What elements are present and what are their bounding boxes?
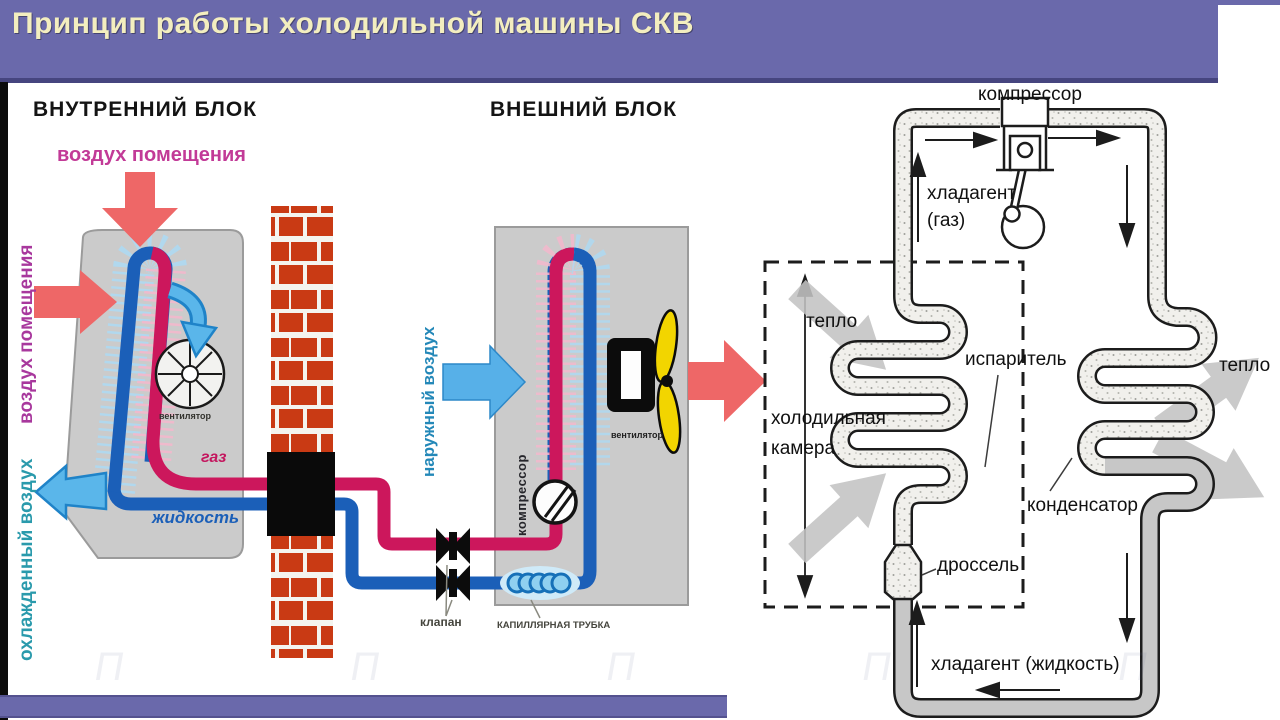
outside-air-in-arrow [442, 344, 527, 420]
wall-pipe-sleeve [267, 452, 335, 536]
throttle-label: дроссель [937, 555, 1020, 576]
compressor-label-right: компрессор [978, 84, 1082, 105]
cold-chamber-line1: холодильная [771, 408, 886, 429]
outdoor-fan [607, 309, 682, 454]
room-air-label-top: воздух помещения [57, 144, 246, 166]
compressor-symbol-vanes [543, 485, 577, 522]
refrigerant-gas-label: хладагент (газ) [927, 180, 1016, 234]
throttle-symbol [883, 543, 923, 601]
outdoor-coil-cold-tube [572, 247, 597, 560]
valve-liquid [436, 565, 470, 601]
capillary-tube-label: КАПИЛЛЯРНАЯ ТРУБКА [497, 620, 611, 631]
compressor-symbol-right [996, 96, 1054, 250]
outdoor-coil-hot-tube [549, 247, 575, 480]
indoor-fan-label: вентилятор [159, 411, 212, 421]
refrigerant-gas-line2: (газ) [927, 210, 966, 231]
airflow-curve-arrow [167, 281, 219, 359]
gas-label: газ [201, 449, 227, 466]
left-edge-strip [0, 82, 8, 720]
liquid-pipe-fill [895, 458, 1213, 716]
indoor-fan [154, 338, 226, 410]
evaporator-label: испаритель [965, 349, 1067, 370]
cooled-air-out-arrow [34, 463, 108, 521]
outdoor-fan-label: вентилятор [611, 430, 664, 440]
schematic-leader-lines [921, 374, 1073, 576]
cold-chamber-line2: камера [771, 438, 836, 459]
room-air-label-side: воздух помещения [16, 244, 37, 424]
indoor-outdoor-illustration [34, 172, 766, 658]
label-leader-lines [445, 564, 541, 619]
cold-chamber-label: холодильная камера [771, 404, 886, 464]
valve-gas [436, 528, 470, 564]
valve-label: клапан [420, 615, 462, 629]
room-air-down-arrow [102, 172, 178, 247]
capillary-tube-coil [506, 572, 572, 594]
refrigerant-liquid-label: хладагент (жидкость) [931, 654, 1120, 675]
gas-pipe-fill [832, 110, 1215, 545]
refrigerant-gas-line1: хладагент [927, 183, 1017, 204]
heat-label-left: тепло [806, 311, 858, 332]
room-air-in-arrow [34, 270, 117, 334]
hot-air-out-arrow [688, 340, 766, 422]
heat-label-right: тепло [1219, 355, 1271, 376]
header-bar: Принцип работы холодильной машины СКВ [0, 0, 1218, 83]
gas-pipe [146, 246, 563, 551]
bottom-bar [0, 695, 727, 718]
outside-air-label: наружный воздух [419, 326, 438, 477]
refrigeration-cycle-schematic [763, 96, 1278, 718]
condenser-label: конденсатор [1027, 495, 1139, 516]
indoor-unit-title: ВНУТРЕННИЙ БЛОК [33, 98, 258, 121]
cooled-air-label: охлажденный воздух [16, 458, 37, 661]
liquid-label: жидкость [152, 508, 240, 527]
compressor-label-left: компрессор [514, 454, 529, 536]
brick-wall [271, 206, 333, 658]
page-title: Принцип работы холодильной машины СКВ [12, 7, 695, 40]
outdoor-unit-title: ВНЕШНИЙ БЛОК [490, 98, 678, 121]
flow-arrows [908, 129, 1136, 699]
